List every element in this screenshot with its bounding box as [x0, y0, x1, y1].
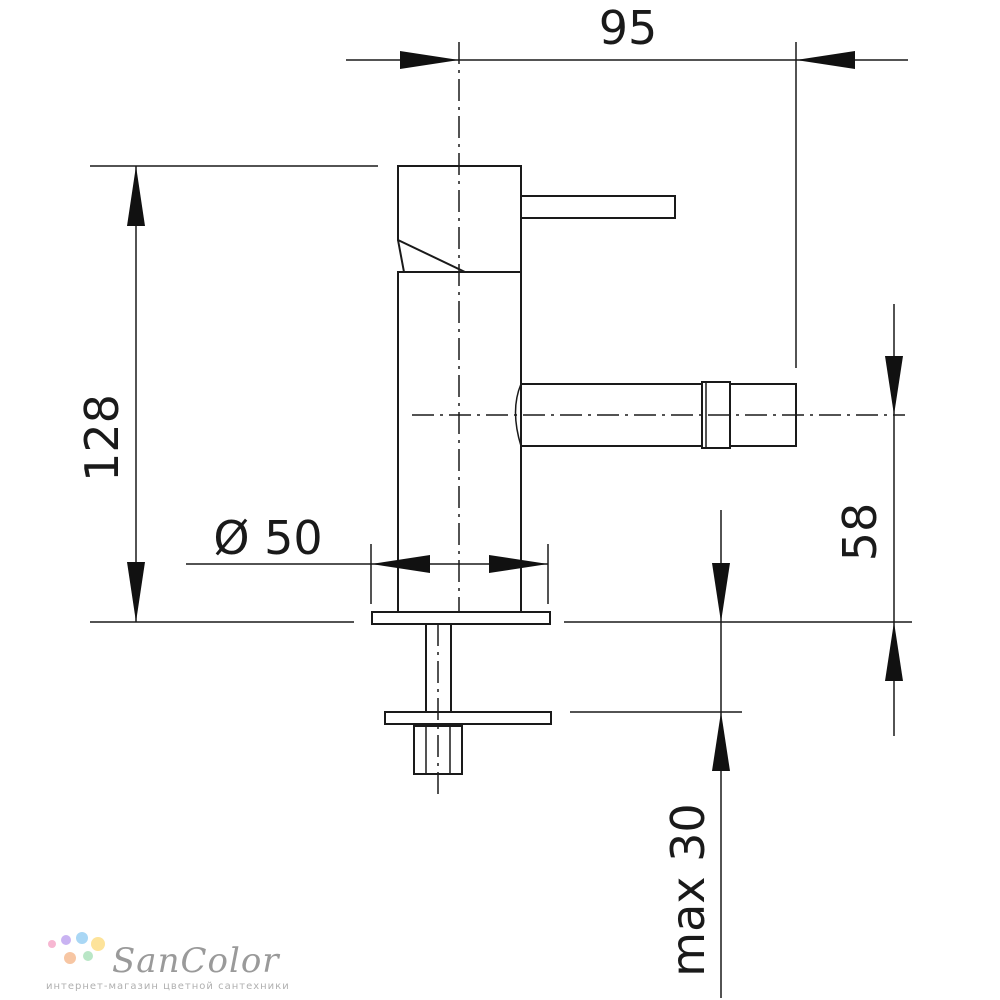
dimension-spout-height: 58	[564, 304, 912, 736]
base-flange	[371, 611, 551, 625]
logo-dot	[48, 940, 56, 948]
logo: SanColor интернет-магазин цветной сантех…	[46, 932, 290, 992]
logo-dots	[48, 932, 105, 964]
logo-dot	[91, 937, 105, 951]
center-lines	[412, 42, 905, 800]
dimension-max-thickness: max 30	[570, 510, 742, 998]
lever	[520, 195, 676, 219]
dimension-height: 128	[75, 165, 378, 623]
logo-dot	[64, 952, 76, 964]
dimension-width: 95	[346, 1, 908, 368]
bottom-washer	[384, 711, 552, 725]
logo-tagline: интернет-магазин цветной сантехники	[46, 981, 290, 992]
dimension-height-label: 128	[75, 394, 129, 482]
dimension-spout-height-label: 58	[833, 503, 887, 562]
logo-dot	[61, 935, 71, 945]
dimension-diameter-label: Ø 50	[213, 511, 322, 565]
logo-dot	[83, 951, 93, 961]
dimension-diameter: Ø 50	[186, 511, 549, 604]
dimension-width-label: 95	[599, 1, 658, 55]
logo-dot	[76, 932, 88, 944]
spout-bevel	[514, 383, 522, 447]
dimension-max-thickness-label: max 30	[661, 803, 715, 976]
faucet-body	[371, 165, 797, 775]
logo-name: SanColor	[112, 941, 280, 981]
